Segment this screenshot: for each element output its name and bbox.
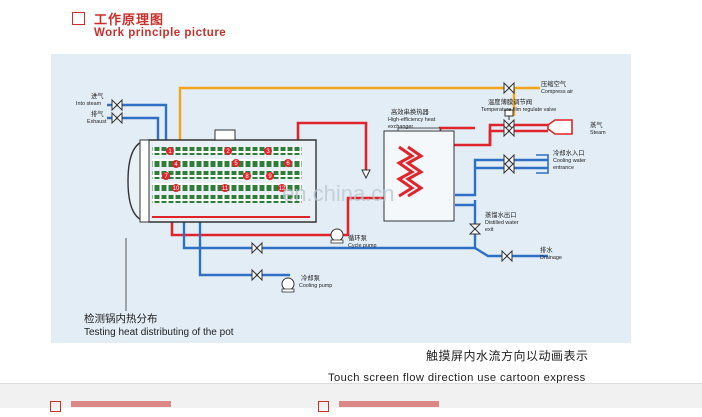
touch-caption-cn: 触摸屏内水流方向以动画表示: [426, 348, 589, 363]
sensor-label-2: 2: [226, 149, 230, 155]
air-valve-icon: [503, 81, 515, 95]
compress-label-en: Compress air: [541, 89, 573, 95]
next-section-tab-left: [50, 399, 190, 412]
compress-label-cn: 压缩空气: [541, 79, 567, 88]
sensor-8: [243, 172, 251, 180]
sensor-label-12: 12: [279, 186, 286, 192]
heat-sensor-dots: 1 2 3 4 5 6 7 8 9 10 11 12: [162, 147, 292, 192]
sterilizer-pot: [127, 129, 317, 223]
steam-inlet-line: [107, 103, 168, 141]
exhaust-label-cn: 排气: [91, 109, 104, 118]
sensor-label-11: 11: [222, 186, 229, 192]
inlet-valve-icon: [111, 98, 123, 112]
valve-label-en: Temperature film regulate valve: [481, 107, 556, 113]
cooling-valve-lower-icon: [503, 161, 515, 175]
next-section-tab-right: [318, 399, 458, 412]
cooling-entrance-arrow-icon: [536, 154, 549, 174]
testing-caption-cn: 检测锅内热分布: [84, 312, 158, 325]
cooling-in-label-en2: entrance: [553, 165, 574, 171]
sensor-3: [264, 147, 272, 155]
sensor-label-3: 3: [266, 149, 270, 155]
sensor-label-7: 7: [164, 174, 168, 180]
sensor-7: [162, 172, 170, 180]
exhaust-valve-icon: [111, 111, 123, 125]
title-marker-icon: [72, 12, 85, 25]
page-title-en: Work principle picture: [94, 27, 227, 39]
distilled-valve-icon: [468, 223, 482, 235]
cooling-in-label-cn: 冷却水入口: [553, 148, 584, 157]
cooling-pump-icon: [281, 277, 295, 293]
cycle-pump-label-cn: 循环泵: [348, 233, 368, 242]
inlet-label-en: Into steam: [76, 101, 102, 107]
sensor-label-8: 8: [245, 174, 249, 180]
cycle-pump-icon: [330, 228, 344, 244]
work-principle-diagram: 1 2 3 4 5 6 7 8 9 10 11 12: [76, 79, 606, 384]
distilled-label-en2: exit: [485, 227, 494, 233]
distilled-label-cn: 蒸馏水出口: [485, 210, 516, 219]
touch-caption-en: Touch screen flow direction use cartoon …: [328, 372, 586, 384]
sensor-label-10: 10: [173, 186, 180, 192]
valves: [111, 81, 515, 282]
sensor-5: [232, 159, 240, 167]
sensor-9: [266, 172, 274, 180]
steam-label-en: Steam: [590, 130, 606, 136]
sensor-6: [284, 159, 292, 167]
watermark: en.china.cn: [282, 181, 395, 206]
steam-label-cn: 蒸气: [590, 120, 603, 129]
cooling-inlet-valve-icon: [251, 241, 263, 255]
hx-check-valve-icon: [361, 169, 371, 180]
drain-label-en: Drainage: [540, 255, 562, 261]
sensor-label-6: 6: [286, 161, 290, 167]
compressed-air-line: [178, 86, 540, 141]
sensor-label-5: 5: [234, 161, 238, 167]
heat-exchanger: [383, 127, 455, 222]
hx-label-cn: 高效串换热器: [391, 107, 429, 116]
distilled-label-en1: Distilled water: [485, 220, 519, 226]
cooling-pump-label-en: Cooling pump: [299, 283, 332, 289]
exhaust-label-en: Exhaust: [87, 119, 107, 125]
cycle-pump-label-en: Cycle pump: [348, 243, 376, 249]
sensor-10: [172, 184, 180, 192]
cooling-pump-label-cn: 冷却泵: [301, 273, 321, 282]
sensor-11: [221, 184, 229, 192]
cooling-in-label-en1: Cooling water: [553, 158, 586, 164]
cooling-pump-valve-icon: [251, 268, 263, 282]
sensor-label-1: 1: [168, 149, 172, 155]
valve-label-cn: 温度薄膜调节阀: [488, 97, 532, 106]
inlet-label-cn: 进气: [91, 91, 104, 100]
testing-caption-en: Testing heat distributing of the pot: [84, 327, 234, 338]
hx-label-en1: High-efficiency heat: [388, 117, 436, 123]
sensor-4: [172, 160, 180, 168]
drain-valve-icon: [501, 249, 513, 263]
sensor-12: [278, 184, 286, 192]
page-title-cn: 工作原理图: [94, 12, 165, 27]
temperature-film-valve-icon: [504, 109, 514, 120]
sensor-label-9: 9: [268, 174, 272, 180]
sensor-1: [166, 147, 174, 155]
sensor-label-4: 4: [174, 162, 178, 168]
work-principle-page: 工作原理图 Work principle picture: [0, 12, 702, 412]
hx-label-en2: exchanger: [388, 124, 413, 130]
cooling-valve-upper-icon: [503, 153, 515, 167]
steam-valve-lower-icon: [503, 124, 515, 138]
steam-inlet-arrow-icon: [547, 119, 573, 135]
sensor-2: [224, 147, 232, 155]
drain-label-cn: 排水: [540, 245, 553, 254]
